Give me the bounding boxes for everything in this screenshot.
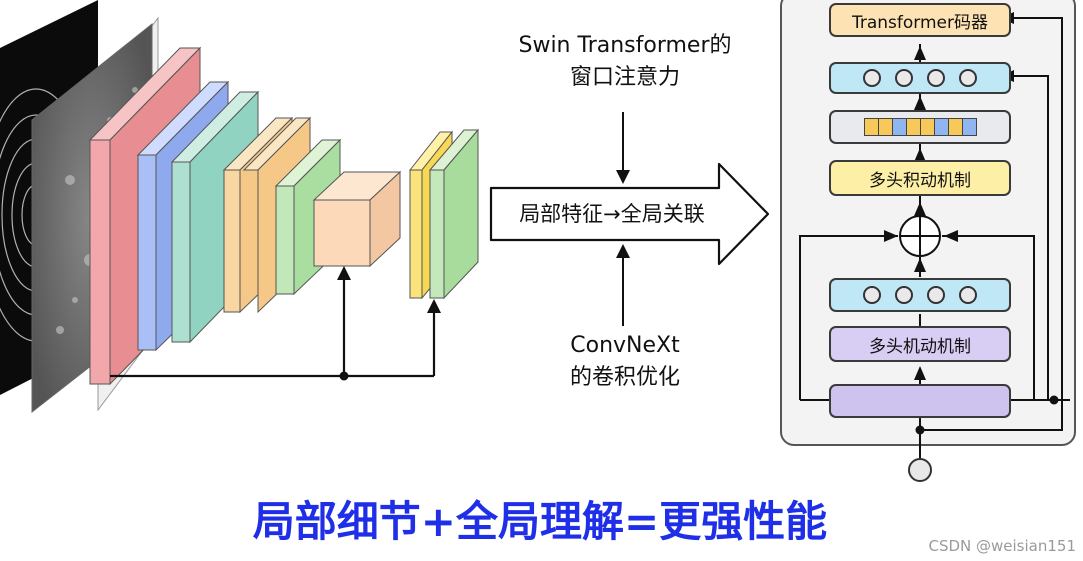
swin-label-line1: Swin Transformer的 bbox=[518, 33, 732, 58]
convnext-label-line2: 的卷积优化 bbox=[569, 365, 680, 390]
convnext-label: ConvNeXt 的卷积优化 bbox=[480, 330, 770, 394]
patch-embedding-block bbox=[829, 110, 1011, 144]
patch-cell bbox=[878, 119, 893, 135]
patch-cell bbox=[906, 119, 921, 135]
patch-strip bbox=[863, 118, 977, 136]
token-icon bbox=[863, 69, 881, 87]
bottom-title: 局部细节+全局理解=更强性能 bbox=[252, 497, 828, 546]
multi-head-attention-lower: 多头机动机制 bbox=[829, 326, 1011, 362]
token-icon bbox=[927, 69, 945, 87]
token-icon bbox=[895, 69, 913, 87]
token-icon bbox=[863, 286, 881, 304]
token-block-lower bbox=[829, 278, 1011, 312]
convnext-label-line1: ConvNeXt bbox=[570, 333, 680, 358]
token-icon bbox=[927, 286, 945, 304]
token-block-upper bbox=[829, 62, 1011, 94]
input-embedding-block bbox=[829, 384, 1011, 418]
patch-cell bbox=[934, 119, 949, 135]
token-icon bbox=[895, 286, 913, 304]
patch-cell bbox=[920, 119, 935, 135]
residual-add-icon bbox=[899, 215, 941, 257]
cnn-diagram bbox=[0, 0, 480, 414]
multi-head-attention-upper: 多头积动机制 bbox=[829, 160, 1011, 196]
feature-layer-light-green bbox=[428, 128, 480, 300]
swin-label: Swin Transformer的 窗口注意力 bbox=[480, 30, 770, 94]
swin-label-line2: 窗口注意力 bbox=[569, 65, 680, 90]
skip-connection bbox=[110, 278, 436, 378]
feature-cube bbox=[312, 170, 402, 268]
patch-cell bbox=[962, 119, 976, 135]
input-node-icon bbox=[908, 458, 932, 482]
patch-cell bbox=[864, 119, 879, 135]
fusion-arrow-label: 局部特征→全局关联 bbox=[519, 202, 705, 226]
transformer-encoder-block: Transformer码器 bbox=[829, 3, 1011, 37]
fusion-arrow bbox=[489, 112, 770, 326]
token-icon bbox=[959, 286, 977, 304]
token-icon bbox=[959, 69, 977, 87]
watermark: CSDN @weisian151 bbox=[928, 537, 1076, 555]
patch-cell bbox=[892, 119, 907, 135]
patch-cell bbox=[948, 119, 963, 135]
